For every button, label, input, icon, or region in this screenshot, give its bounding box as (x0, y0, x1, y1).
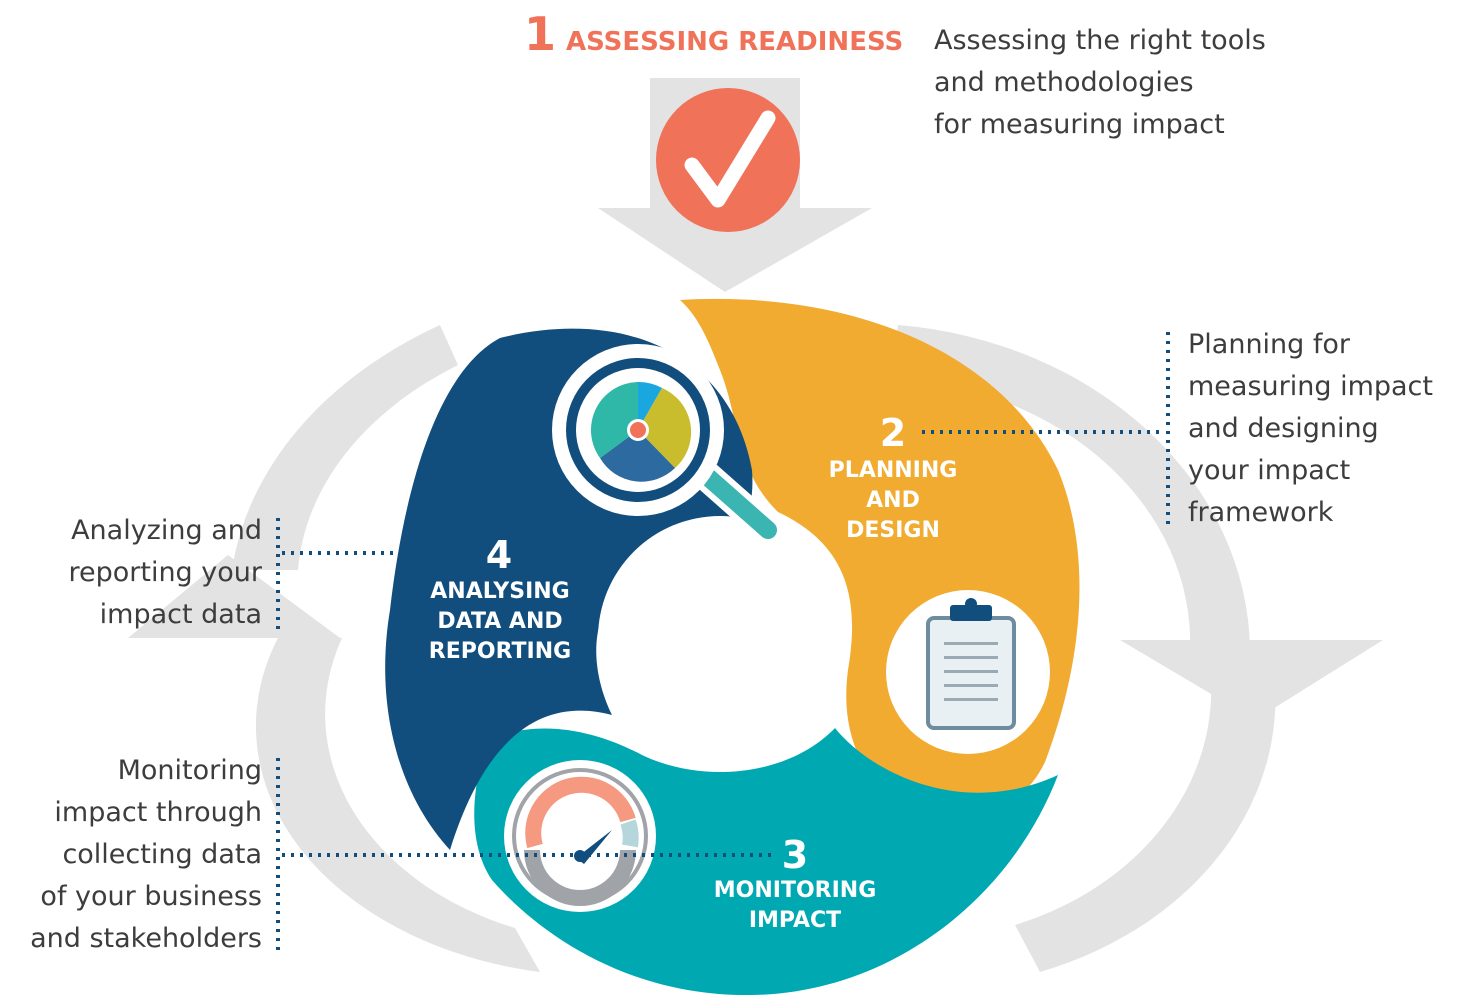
step2-description-line: and designing (1188, 413, 1379, 444)
step3-number: 3 (781, 833, 809, 877)
step3-description-line: and stakeholders (30, 923, 262, 954)
step4-description: Analyzing and reporting your impact data (10, 510, 262, 636)
step2-title-line: AND (866, 488, 920, 513)
step1-description-line: Assessing the right tools (934, 25, 1266, 56)
step4-title-line: ANALYSING (430, 579, 570, 604)
step2-description-line: framework (1188, 497, 1334, 528)
clipboard-icon (886, 590, 1050, 754)
step2-title: PLANNING AND DESIGN (808, 456, 978, 546)
step2-number: 2 (879, 411, 907, 455)
step1-description-line: and methodologies (934, 67, 1194, 98)
step2-description-line: measuring impact (1188, 371, 1433, 402)
step1-number: 1 (524, 7, 557, 61)
step3-title-line: MONITORING (713, 878, 877, 903)
step1-description-line: for measuring impact (934, 109, 1225, 140)
step2-description-line: Planning for (1188, 329, 1351, 360)
step3-description-line: impact through (54, 797, 262, 828)
step3-description-line: Monitoring (117, 755, 262, 786)
step2-description-line: your impact (1188, 455, 1351, 486)
step3-description-line: collecting data (62, 839, 262, 870)
step4-number: 4 (485, 533, 513, 577)
step4-title-line: DATA AND (437, 609, 563, 634)
step3-title: MONITORING IMPACT (690, 876, 900, 936)
step1-title: ASSESSING READINESS (566, 27, 904, 57)
magnifier-chart-icon (552, 344, 783, 545)
step2-title-line: DESIGN (846, 518, 940, 543)
checkmark-icon (656, 88, 800, 232)
step2-description: Planning for measuring impact and design… (1188, 324, 1433, 534)
step4-title: ANALYSING DATA AND REPORTING (400, 577, 600, 667)
connector-lines (276, 332, 1170, 955)
step3-description-line: of your business (40, 881, 262, 912)
step2-title-line: PLANNING (828, 458, 958, 483)
step3-description: Monitoring impact through collecting dat… (10, 750, 262, 960)
step1-description: Assessing the right tools and methodolog… (934, 20, 1266, 146)
step4-description-line: impact data (99, 599, 262, 630)
step4-description-line: reporting your (68, 557, 262, 588)
gauge-icon (504, 760, 656, 912)
step4-description-line: Analyzing and (71, 515, 262, 546)
center-hole (598, 516, 842, 760)
step4-title-line: REPORTING (428, 639, 572, 664)
step3-title-line: IMPACT (748, 908, 842, 933)
